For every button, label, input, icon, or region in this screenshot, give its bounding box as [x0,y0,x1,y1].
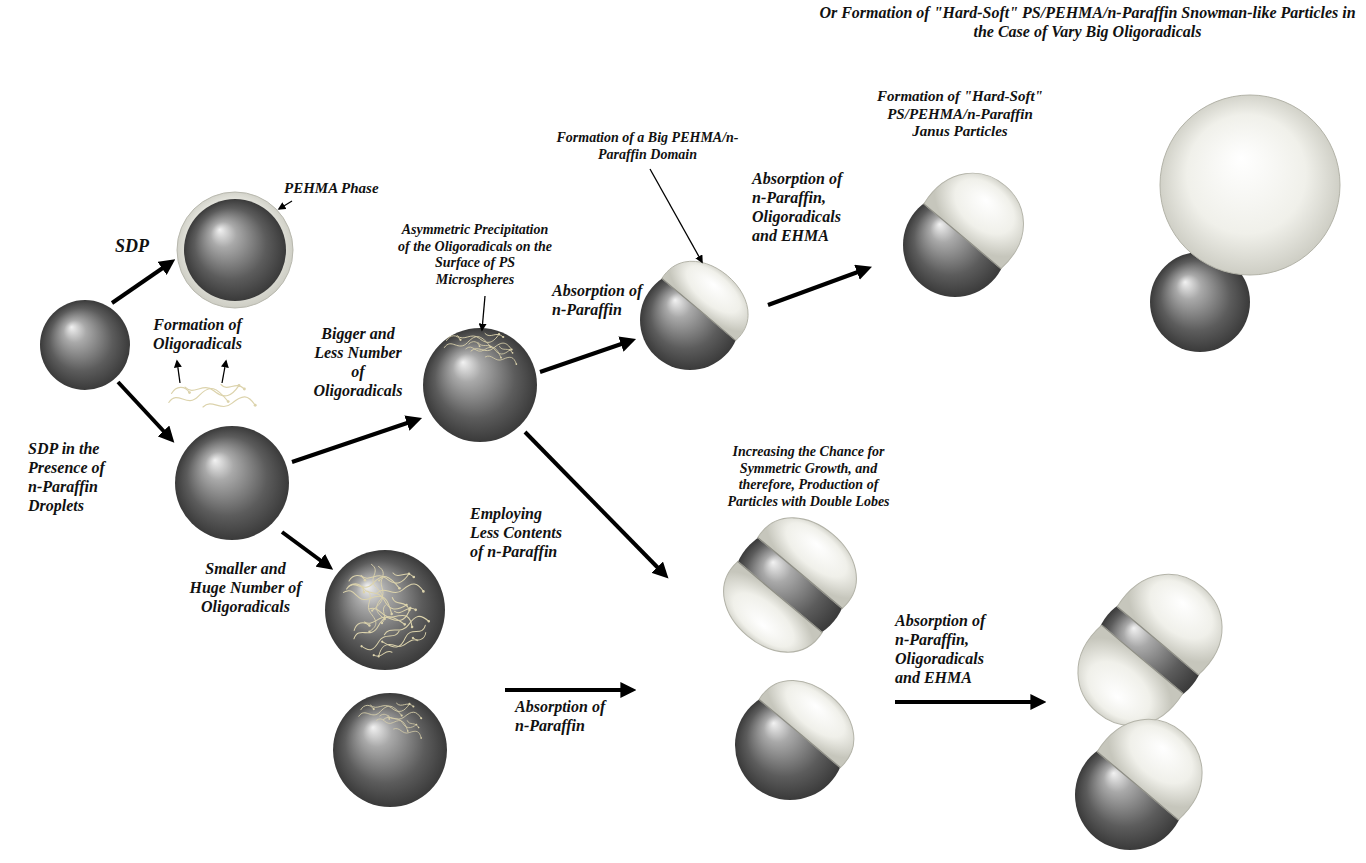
process-arrow [118,382,170,438]
adsorbed-oligoradicals [347,573,425,593]
process-arrow [540,341,630,372]
process-arrow [112,263,170,303]
annotation-label: Increasing the Chance for Symmetric Grow… [716,444,901,510]
process-arrows [112,263,1040,702]
janus-soft-lobe [923,153,1044,270]
label-slot: PEHMA Phase [284,180,394,198]
process-arrow [768,269,866,305]
label-slot: Formation of a Big PEHMA/n-Paraffin Doma… [555,130,740,163]
process-arrow [505,688,630,692]
annotation-label: PEHMA Phase [284,180,394,198]
annotation-label: Formation of a Big PEHMA/n-Paraffin Doma… [555,130,740,163]
leader-arrow [222,361,226,383]
process-arrow [282,532,328,566]
annotation-label: Smaller and Huge Number of Oligoradicals [188,560,303,617]
annotation-label: SDP in the Presence of n-Paraffin Drople… [28,440,118,516]
adsorbed-oligoradicals [376,710,426,739]
process-arrow [292,420,416,462]
annotation-label: Absorption of n-Paraffin, Oligoradicals … [895,612,995,688]
label-slot: SDP in the Presence of n-Paraffin Drople… [28,440,118,516]
label-slot: Formation of "Hard-Soft" PS/PEHMA/n-Para… [870,88,1050,141]
pehma-domain [662,244,765,341]
process-arrow [895,700,1040,704]
adsorbed-oligoradicals [360,622,430,662]
ps-microsphere [40,300,130,390]
leader-arrow [279,201,292,209]
annotation-label: SDP [115,236,165,257]
annotation-label: Or Formation of "Hard-Soft" PS/PEHMA/n-P… [815,4,1360,42]
label-slot: SDP [115,236,165,257]
adsorbed-oligoradicals [368,564,386,632]
annotation-label: Absorption of n-Paraffin [552,282,652,320]
ps-microsphere [175,426,289,540]
ps-microsphere [325,550,445,670]
label-slot: Absorption of n-Paraffin [552,282,652,320]
annotation-label: Bigger and Less Number of Oligoradicals [306,325,410,401]
snowman-soft-lobe [1160,95,1340,275]
ps-microsphere [184,199,286,301]
annotation-label: Absorption of n-Paraffin, Oligoradicals … [752,170,852,246]
soft-lobe [705,561,823,671]
leader-arrow [482,296,485,330]
soft-lobe [759,662,872,768]
label-slot: Formation of Oligoradicals [135,316,260,354]
label-slot: Smaller and Huge Number of Oligoradicals [188,560,303,617]
ps-microsphere [333,693,447,807]
label-slot: Absorption of n-Paraffin [515,698,615,736]
soft-lobe [1096,698,1223,821]
annotation-label: Asymmetric Precipitation of the Oligorad… [395,222,555,288]
leader-arrow [650,169,702,262]
adsorbed-oligoradicals [350,603,431,643]
label-slot: Employing Less Contents of n-Paraffin [470,505,570,562]
label-slot: Absorption of n-Paraffin, Oligoradicals … [752,170,852,246]
annotation-label: Employing Less Contents of n-Paraffin [470,505,570,562]
pehma-shell [177,192,293,308]
label-slot: Asymmetric Precipitation of the Oligorad… [395,222,555,288]
label-slot: Absorption of n-Paraffin, Oligoradicals … [895,612,995,688]
label-slot: Increasing the Chance for Symmetric Grow… [716,444,901,510]
leader-arrows [177,169,702,383]
free-oligoradicals [169,384,257,407]
leader-arrow [177,361,180,383]
label-slot: Or Formation of "Hard-Soft" PS/PEHMA/n-P… [815,4,1360,42]
label-slot: Bigger and Less Number of Oligoradicals [306,325,410,401]
adsorbed-oligoradicals [359,703,422,720]
annotation-label: Absorption of n-Paraffin [515,698,615,736]
annotation-label: Formation of "Hard-Soft" PS/PEHMA/n-Para… [870,88,1050,141]
precipitated-oligoradicals [444,333,512,351]
ps-microsphere [423,328,537,442]
annotation-label: Formation of Oligoradicals [135,316,260,354]
precipitated-oligoradicals [465,338,520,365]
